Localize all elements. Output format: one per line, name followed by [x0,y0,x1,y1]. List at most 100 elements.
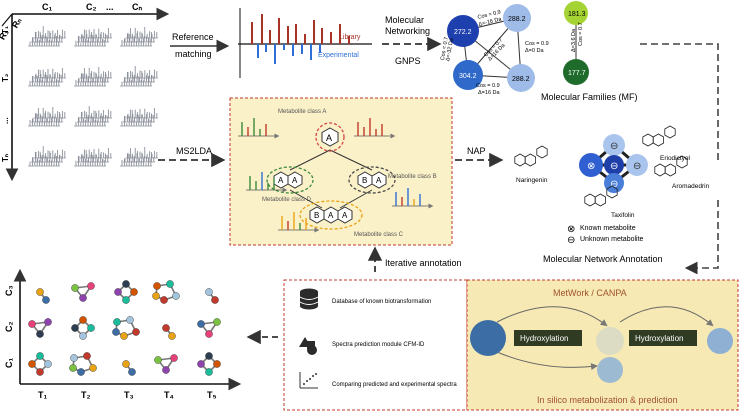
class-d-label: Metabolite class D [262,197,312,203]
mf-edge-label-7: Cos = 0.9 [525,41,549,47]
mf-edge-label-1: Cos = 0.9 [477,9,501,21]
mf-edge-label-8: Δ=0 Da [525,48,544,54]
mf-node-288b-label: 288.2 [512,76,530,83]
svg-text:⊖: ⊖ [610,179,618,190]
timecourse-network [152,280,180,304]
axis-tdots-label: ... [1,117,10,124]
tc-x-label-t3: T₃ [124,390,134,400]
axis-rn-label: Rₙ [10,16,24,30]
timecourse-network [197,352,221,376]
class-b-group [348,166,396,194]
mf-edge-label-11: Cos = 0.7 [578,22,584,46]
compound-structures [514,125,688,207]
class-a-group [315,122,345,152]
tool-item-cfmid: Spectra prediction module CFM-ID [332,342,425,348]
net-node-center [604,155,624,175]
mf-node-181 [564,1,588,25]
timecourse-network [36,288,50,304]
experimental-peaks [257,44,321,64]
svg-text:⊖: ⊖ [610,141,618,152]
timecourse-network [197,318,221,338]
substructure-spectra [238,118,434,233]
timecourse-network [154,354,178,374]
spectrum-stack [28,68,66,87]
compound-eriodictyol: Eriodictyol [660,155,691,162]
net-node-known-left [579,153,603,177]
molecular-family-2 [563,1,589,85]
mf-edge-label-4: Δ=-32 Da [445,37,455,62]
axis-c1-label: C₁ [42,2,52,12]
molecule-structure [654,155,688,177]
node-c3-hex [337,206,353,224]
compound-taxifolin: Taxifolin [611,212,635,219]
tool-item-database: Database of known biotransformation [332,299,431,305]
timecourse-network [114,280,138,304]
timecourse-networks [28,280,221,376]
axis-c2-label: C₂ [86,2,97,12]
database-icon [299,288,319,310]
nap-label: NAP [467,146,486,156]
ms2lda-label: MS2LDA [176,146,212,156]
molecule-structure [584,185,618,207]
node-b1-letter: B [362,176,367,185]
spectrum-stack [74,148,112,167]
timecourse-network [122,360,136,376]
metwork-product-node-1 [596,327,624,355]
class-c-label: Metabolite class C [354,232,404,238]
library-peaks [251,14,350,44]
axis-t2-label: T₂ [1,73,10,82]
mf-node-288-top [503,4,531,32]
tc-y-label-c1: C₁ [4,358,14,368]
mf-edge-label-3: Cos = 0.7 [440,37,450,61]
tc-x-label-t2: T₂ [81,390,91,400]
timecourse-network [162,324,176,340]
net-node-right [626,154,648,176]
tc-y-label-c2: C₂ [4,322,14,333]
node-d1-letter: A [278,176,284,185]
hydroxylation-label-1: Hydroxylation [520,334,568,343]
spectrum-stack [74,67,112,87]
tc-x-label-t1: T₁ [38,390,47,400]
spectrum-stack [74,106,112,127]
known-metabolite-icon: ⊗ [567,224,575,235]
unknown-metabolite-label: Unknown metabolite [580,236,644,243]
node-b2-hex [371,171,387,189]
library-legend-label: Library [339,34,361,41]
timecourse-network [205,288,219,304]
net-node-top [603,134,625,156]
mf-edge-label-12: Δ=3.6 Da [571,28,577,52]
spectra-matrix-cells [28,26,158,167]
hydroxylation-box-1 [514,330,582,346]
reference-matching-label-2: matching [175,49,212,59]
mf-edge-label-10: Δ=16 Da [478,90,501,96]
reference-matching-label-1: Reference [172,32,214,42]
tc-x-label-t4: T₄ [164,390,174,400]
spectrum-stack [28,107,66,127]
molecular-networking-label-2: Networking [385,26,430,36]
node-b2-letter: A [376,176,382,185]
unknown-metabolite-icon: ⊖ [567,235,575,246]
spectra-matrix [1,7,170,182]
shapes-prediction-icon [299,337,317,355]
spectrum-stack [28,146,66,167]
mf-node-288-bottom [507,64,535,92]
molecule-structure [642,125,676,147]
compound-naringenin: Naringenin [516,177,548,184]
scatter-plot-icon [299,372,318,389]
iterative-annotation-label: Iterative annotation [385,258,462,268]
hydroxylation-label-2: Hydroxylation [635,334,683,343]
experimental-legend-label: Experimental [318,52,359,59]
families-to-annotation-connector [640,43,719,160]
node-d2-letter: A [292,176,298,185]
molecule-structure [514,145,548,167]
mf-node-304-label: 304.2 [459,73,477,80]
network-annotation-title: Molecular Network Annotation [543,254,663,264]
mini-spectrum [354,118,396,139]
compound-aromadedrin: Aromadedrin [672,183,710,190]
timecourse-network [71,316,95,340]
tc-x-label-t5: T₅ [207,390,217,400]
node-d2-hex [287,171,303,189]
class-c-group [299,200,363,230]
molecular-families-title: Molecular Families (MF) [541,92,638,102]
